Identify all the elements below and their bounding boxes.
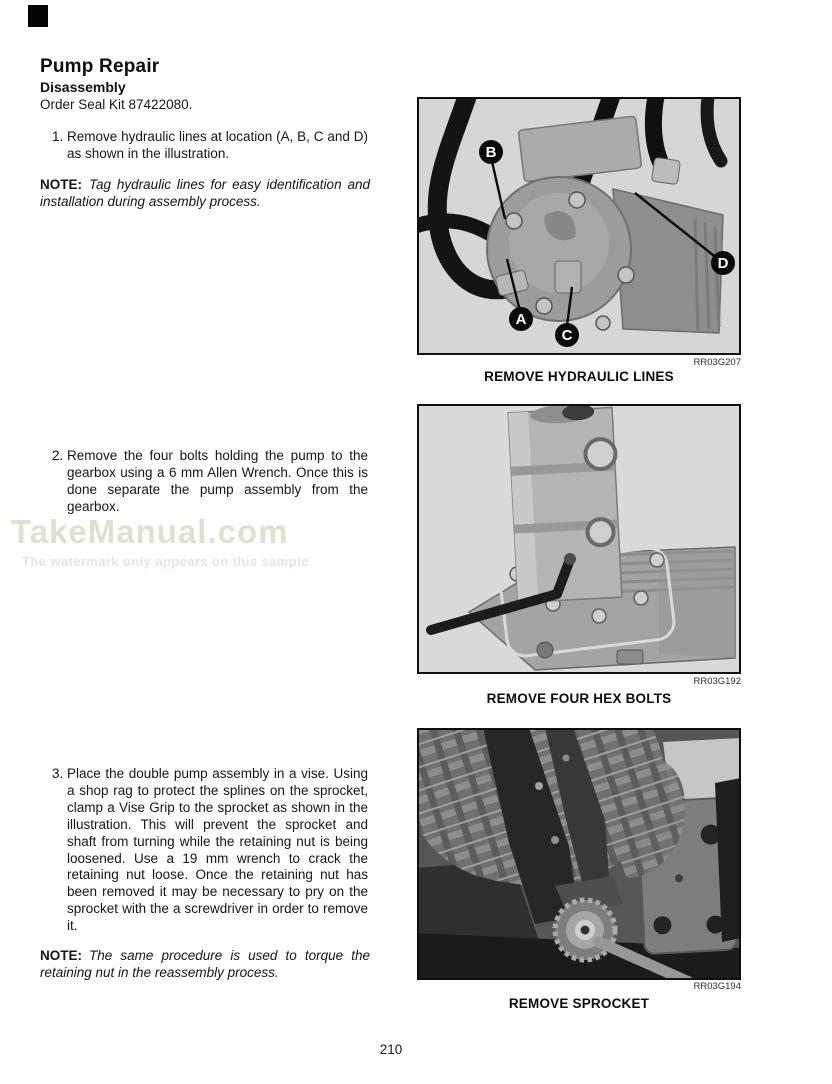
- step-3: 3. Place the double pump assembly in a v…: [40, 766, 368, 935]
- photo-frame: [417, 728, 741, 980]
- scan-corner-mark: [28, 5, 48, 27]
- figure-2-code: RR03G192: [693, 676, 741, 687]
- vise-jaw: [715, 778, 741, 942]
- photo-frame: [417, 404, 741, 674]
- svg-text:B: B: [486, 144, 497, 161]
- svg-text:C: C: [562, 327, 573, 344]
- watermark-subtext: The watermark only appears on this sampl…: [22, 554, 309, 569]
- note-1-text: Tag hydraulic lines for easy identificat…: [40, 177, 370, 209]
- step-1-number: 1.: [52, 129, 64, 144]
- note-2: NOTE:The same procedure is used to torqu…: [40, 948, 370, 982]
- wrench: [593, 936, 695, 980]
- svg-text:A: A: [516, 311, 527, 328]
- page-title: Pump Repair: [40, 56, 160, 77]
- figure-1-code: RR03G207: [693, 357, 741, 368]
- pump-assembly: [507, 404, 623, 604]
- pump-body: [486, 115, 724, 334]
- section-subtitle: Disassembly: [40, 79, 126, 95]
- note-1-label: NOTE:: [40, 177, 82, 192]
- photo-frame: [417, 97, 741, 355]
- step-1: 1. Remove hydraulic lines at location (A…: [40, 129, 368, 163]
- figure-2-photo-remove-four-hex-bolts: [417, 404, 741, 674]
- step-3-number: 3.: [52, 766, 64, 781]
- figure-3-photo-remove-sprocket: [417, 728, 741, 980]
- step-2: 2. Remove the four bolts holding the pum…: [40, 448, 368, 516]
- allen-wrench: [426, 553, 576, 635]
- note-2-label: NOTE:: [40, 948, 82, 963]
- callout-badge-d: D: [711, 251, 735, 275]
- step-1-text: Remove hydraulic lines at location (A, B…: [67, 129, 368, 161]
- callout-badge-b: B: [479, 140, 503, 164]
- page-number: 210: [379, 1042, 403, 1057]
- figure-2-caption: REMOVE FOUR HEX BOLTS: [486, 691, 672, 706]
- watermark-text: TakeManual.com: [11, 513, 289, 550]
- note-1: NOTE:Tag hydraulic lines for easy identi…: [40, 177, 370, 211]
- callout-badge-c: C: [555, 323, 579, 347]
- step-2-number: 2.: [52, 448, 64, 463]
- order-seal-kit-line: Order Seal Kit 87422080.: [40, 97, 193, 112]
- step-3-text: Place the double pump assembly in a vise…: [67, 766, 368, 934]
- svg-text:D: D: [718, 255, 729, 272]
- note-2-text: The same procedure is used to torque the…: [40, 948, 370, 980]
- figure-3-code: RR03G194: [693, 981, 741, 992]
- figure-1-caption: REMOVE HYDRAULIC LINES: [484, 369, 674, 384]
- callout-badge-a: A: [509, 307, 533, 331]
- callout-leader-lines: [489, 156, 719, 327]
- figure-3-caption: REMOVE SPROCKET: [508, 996, 650, 1011]
- figure-1-photo-remove-hydraulic-lines: B A C D: [417, 97, 741, 355]
- step-2-text: Remove the four bolts holding the pump t…: [67, 448, 368, 514]
